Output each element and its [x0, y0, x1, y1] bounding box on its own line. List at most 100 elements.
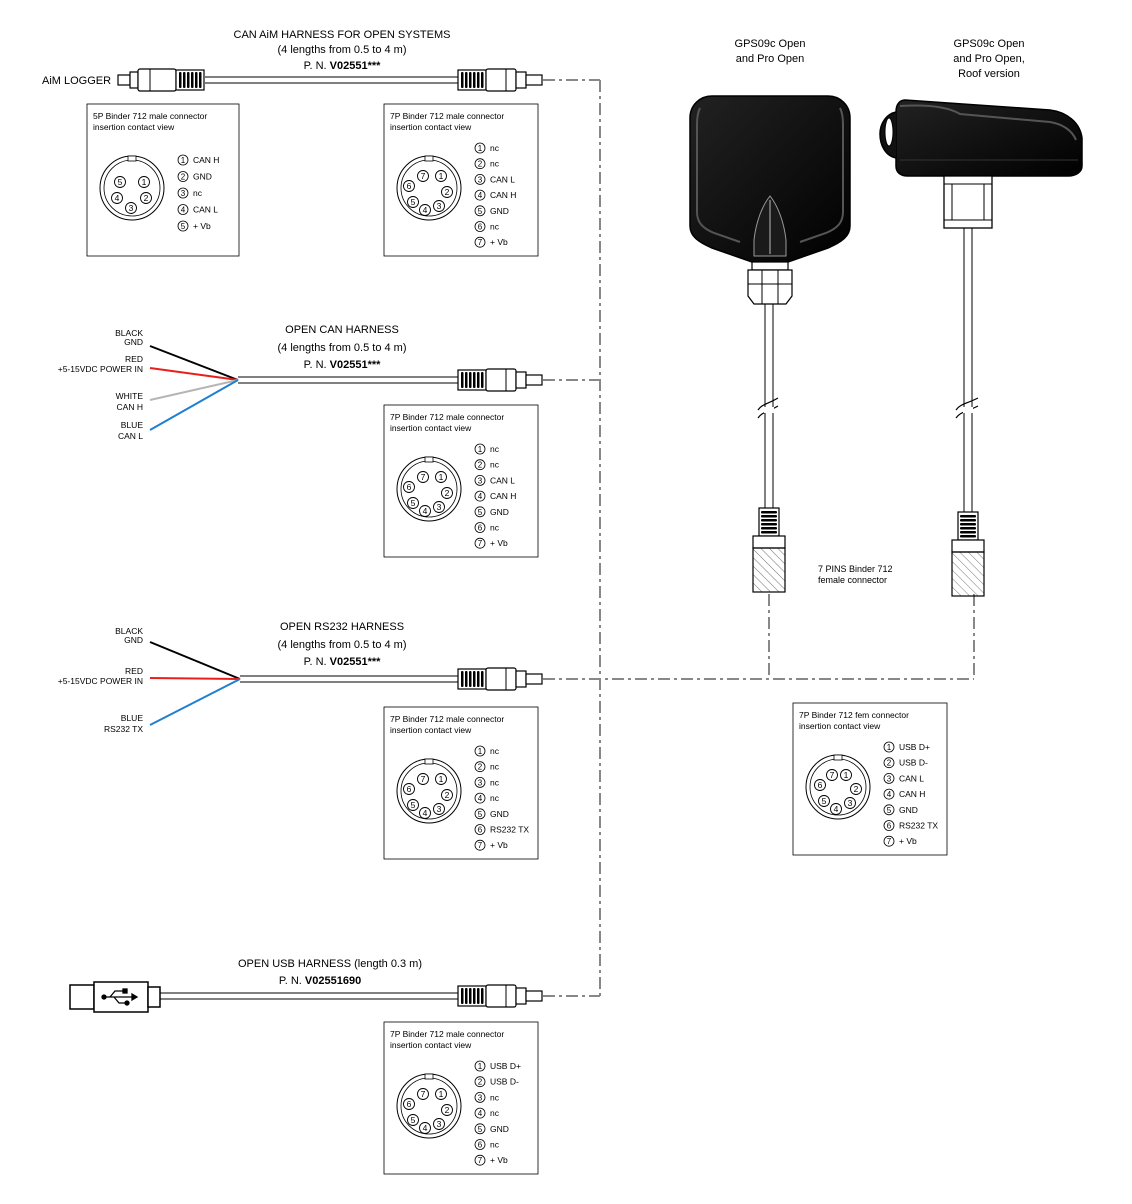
- pin-2-contact: [441, 487, 453, 499]
- pin-3-contact-number: 3: [437, 1119, 442, 1129]
- gps-standard-label-line1: GPS09c Open: [735, 38, 806, 50]
- open-can-wire-black: [149, 345, 239, 381]
- open-can-wire-white: [149, 379, 239, 401]
- pin-legend-row: 3 CAN L: [474, 474, 515, 486]
- pin-legend-number: 1: [478, 445, 483, 454]
- open-rs232-wire-blue-signal: RS232 TX: [104, 724, 143, 734]
- pin-legend-label: CAN L: [490, 475, 515, 485]
- pin-legend-number: 4: [181, 206, 186, 215]
- gps-standard: GPS09c Open and Pro Open: [689, 38, 851, 593]
- pin-legend-number: 4: [478, 794, 483, 803]
- pin-legend-number: 2: [478, 160, 483, 169]
- pin-legend-number: 3: [478, 1093, 483, 1102]
- open-can-wire-white-signal: CAN H: [117, 402, 143, 412]
- pinout-box-title: 7P Binder 712 fem connector: [799, 710, 909, 720]
- pin-3-contact: [433, 501, 445, 513]
- pin-legend-label: + Vb: [490, 1155, 508, 1165]
- pin-legend-row: 7+ Vb: [474, 537, 508, 549]
- gps-roof: GPS09c Open and Pro Open, Roof version: [879, 38, 1083, 597]
- pin-legend-label: GND: [490, 1124, 509, 1134]
- pin-legend-label: nc: [490, 777, 500, 787]
- pin-legend-number: 2: [478, 461, 483, 470]
- pin-3-contact-number: 3: [437, 804, 442, 814]
- pin-5-contact-number: 5: [411, 800, 416, 810]
- open-can-wire-red: [149, 367, 239, 381]
- open-rs232-wire-black: [149, 641, 241, 680]
- pin-legend-number: 3: [478, 778, 483, 787]
- pin-7-contact: [826, 769, 838, 781]
- pinout-box-title: 7P Binder 712 male connector: [390, 412, 504, 422]
- open-can-harness-part-number: P. N. V02551***: [304, 359, 382, 371]
- pin-1-contact: [435, 1088, 447, 1100]
- open-rs232-harness-title: OPEN RS232 HARNESS: [280, 621, 404, 633]
- pin-1-contact-number: 1: [439, 774, 444, 784]
- pin-legend-number: 7: [887, 837, 892, 846]
- open-rs232-wire-black-color: BLACK: [115, 626, 143, 636]
- pin-3-contact-number: 3: [129, 203, 134, 213]
- pin-legend-number: 3: [887, 774, 892, 783]
- pin-legend-number: 5: [478, 207, 483, 216]
- pin-legend-label: CAN H: [490, 190, 516, 200]
- pin-legend-number: 5: [181, 222, 186, 231]
- pin-2-contact-number: 2: [445, 187, 450, 197]
- gps-roof-label-line1: GPS09c Open: [954, 38, 1025, 50]
- pin-2-contact-number: 2: [445, 790, 450, 800]
- pin-legend-number: 4: [478, 492, 483, 501]
- pin-6-contact: [403, 180, 415, 192]
- pin-4-contact: [111, 192, 123, 204]
- pin-legend-number: 5: [478, 508, 483, 517]
- pin-legend-number: 5: [887, 806, 892, 815]
- pin-1-contact-number: 1: [142, 177, 147, 187]
- pin-legend-label: nc: [490, 762, 500, 772]
- pin-legend-label: GND: [490, 809, 509, 819]
- pin-legend-label: + Vb: [193, 221, 211, 231]
- pin-2-contact-number: 2: [144, 193, 149, 203]
- pin-legend-label: + Vb: [490, 237, 508, 247]
- open-can-wire-white-color: WHITE: [116, 391, 144, 401]
- pin-1-contact-number: 1: [439, 472, 444, 482]
- connector-note-line1: 7 PINS Binder 712: [818, 564, 893, 574]
- pin-1-contact: [435, 773, 447, 785]
- pin-legend-label: nc: [490, 143, 500, 153]
- pin-2-contact-number: 2: [854, 784, 859, 794]
- open-rs232-wire-blue-color: BLUE: [121, 713, 144, 723]
- pin-legend-number: 3: [478, 175, 483, 184]
- pin-4-contact: [830, 803, 842, 815]
- pin-6-contact-number: 6: [407, 1099, 412, 1109]
- gps-roof-label-line3: Roof version: [958, 68, 1020, 80]
- open-can-wire-red-color: RED: [125, 354, 143, 364]
- pin-legend-number: 3: [478, 476, 483, 485]
- pin-legend-label: nc: [490, 159, 500, 169]
- pin-legend-row: 5 + Vb: [177, 220, 211, 232]
- pin-legend-label: RS232 TX: [899, 821, 938, 831]
- pin-legend-label: nc: [193, 188, 203, 198]
- open-rs232-wire-blue: [149, 678, 241, 726]
- gps-roof-body: [879, 99, 1083, 177]
- can-aim-cable: [205, 76, 458, 84]
- pin-legend-label: + Vb: [490, 840, 508, 850]
- pin-legend-row: 7+ Vb: [883, 835, 917, 847]
- pin-legend-label: + Vb: [490, 538, 508, 548]
- pin-legend-row: 2 nc: [474, 158, 500, 170]
- open-rs232-wire-red: [149, 677, 241, 680]
- gps-roof-cable: [955, 228, 979, 512]
- pin-legend-number: 7: [478, 1156, 483, 1165]
- aim-logger-label: AiM LOGGER: [42, 75, 111, 87]
- pinout-box-subtitle: insertion contact view: [390, 423, 472, 433]
- pin-legend-label: nc: [490, 1108, 500, 1118]
- pinout-box-title: 5P Binder 712 male connector: [93, 111, 207, 121]
- pinout-box-title: 7P Binder 712 male connector: [390, 714, 504, 724]
- pin-legend-label: GND: [490, 206, 509, 216]
